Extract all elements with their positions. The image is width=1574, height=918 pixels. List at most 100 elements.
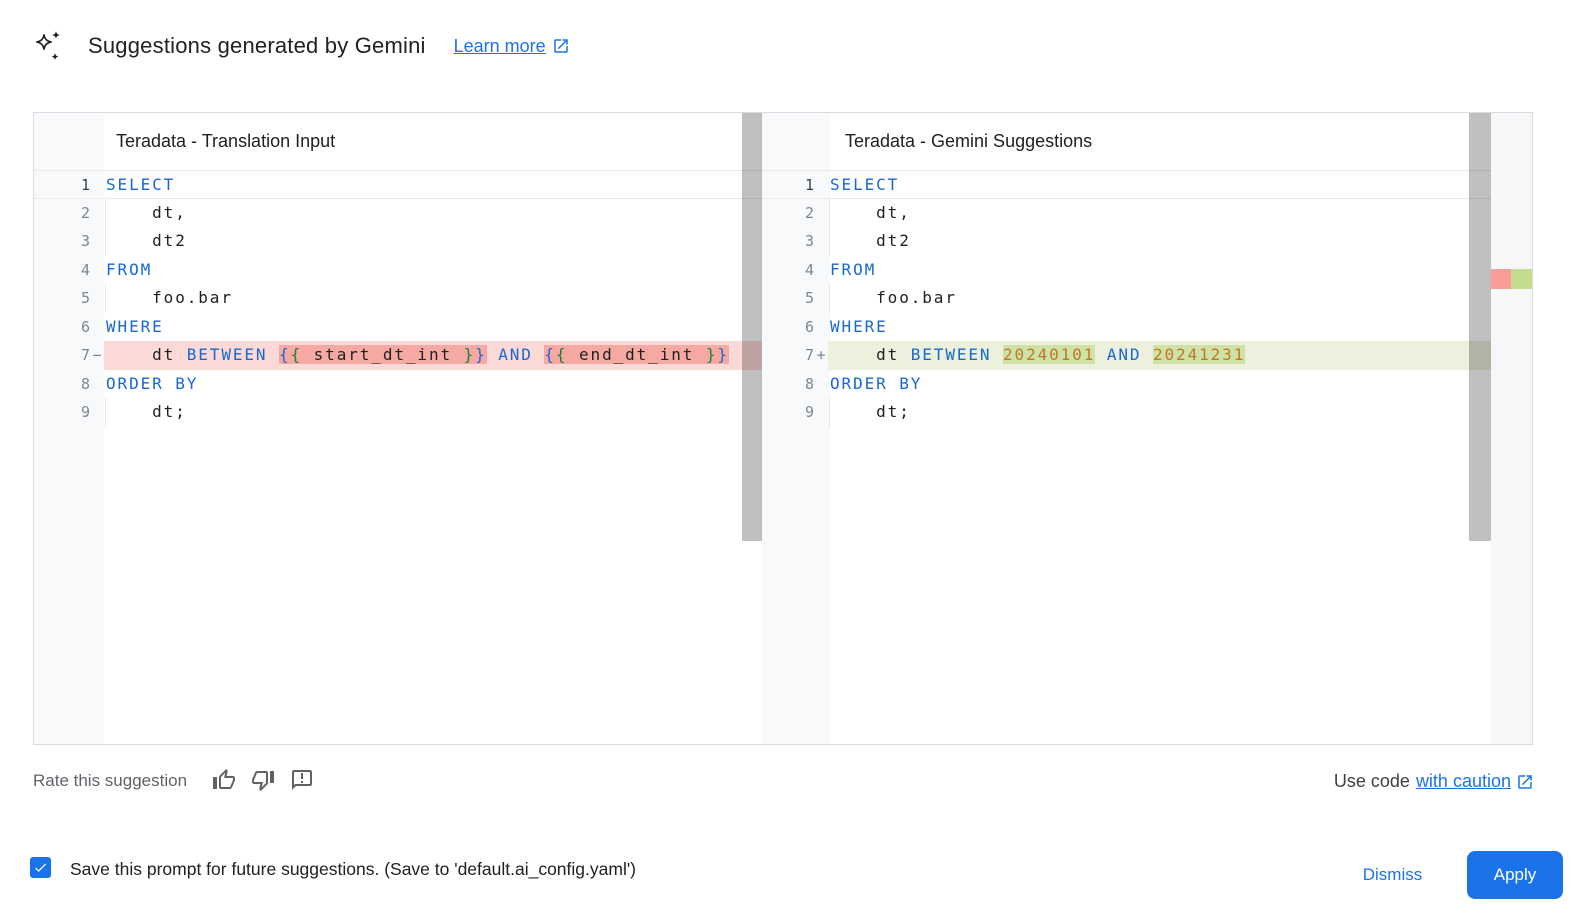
pane-title-gemini-suggestions: Teradata - Gemini Suggestions bbox=[845, 131, 1093, 151]
code-text: SELECT bbox=[830, 175, 900, 194]
line-number: 4 bbox=[80, 260, 90, 279]
page-title: Suggestions generated by Gemini bbox=[88, 33, 426, 58]
code-text: dt, bbox=[828, 198, 1491, 228]
line-number: 5 bbox=[804, 289, 814, 307]
external-link-icon bbox=[553, 39, 568, 53]
use-code-text: Use code bbox=[1333, 771, 1410, 791]
code-text: WHERE bbox=[830, 316, 888, 336]
diff-sign bbox=[814, 171, 828, 198]
diff-overview-ruler[interactable] bbox=[1491, 113, 1532, 744]
code-line-2: 2 dt, bbox=[34, 198, 762, 228]
diff-sign bbox=[814, 313, 828, 342]
code-text: dt, bbox=[104, 198, 762, 228]
line-number-gutter bbox=[34, 113, 104, 744]
code-text: dt2 bbox=[828, 227, 1491, 256]
code-text: dt2 bbox=[104, 227, 762, 256]
feedback-icon bbox=[292, 770, 313, 790]
diff-sign bbox=[814, 370, 828, 399]
line-number: 6 bbox=[80, 317, 90, 336]
line-number: 7 bbox=[804, 346, 814, 364]
use-code-notice: Use code with caution bbox=[1334, 771, 1534, 792]
line-number: 7 bbox=[80, 346, 90, 364]
code-text: FROM bbox=[106, 259, 153, 279]
code-text: WHERE bbox=[106, 316, 164, 336]
line-number: 6 bbox=[804, 317, 814, 336]
rate-label: Rate this suggestion bbox=[33, 771, 188, 790]
checkmark-icon bbox=[35, 863, 47, 872]
code-line-2: 2 dt, bbox=[762, 198, 1491, 228]
code-line-6: 6 WHERE bbox=[34, 313, 762, 342]
line-number: 2 bbox=[80, 203, 90, 222]
code-line-6: 6 WHERE bbox=[762, 313, 1491, 342]
pane-gemini-suggestions: Teradata - Gemini Suggestions 1 SELECT 2 d… bbox=[762, 113, 1532, 744]
external-link-icon bbox=[1518, 774, 1532, 789]
line-number-gutter bbox=[762, 113, 830, 744]
diff-sign bbox=[90, 284, 104, 313]
learn-more-link[interactable]: Learn more bbox=[454, 36, 570, 57]
line-number: 9 bbox=[804, 403, 814, 421]
code-text: FROM bbox=[830, 259, 877, 279]
diff-sign bbox=[90, 398, 104, 427]
code-text: dt; bbox=[104, 398, 762, 427]
diff-sign bbox=[814, 199, 828, 228]
line-number: 2 bbox=[804, 203, 814, 222]
thumb-down-button[interactable] bbox=[250, 768, 276, 794]
diff-sign bbox=[90, 171, 104, 198]
thumb-up-icon bbox=[213, 769, 236, 789]
line-number: 1 bbox=[804, 176, 814, 194]
overview-removed-marker bbox=[1491, 269, 1511, 289]
diff-sign bbox=[814, 256, 828, 285]
code-line-8: 8 ORDER BY bbox=[34, 370, 762, 399]
code-text: ORDER BY bbox=[106, 373, 199, 393]
line-number: 5 bbox=[80, 289, 90, 307]
line-number: 3 bbox=[80, 232, 90, 250]
line-number: 1 bbox=[80, 176, 90, 194]
code-line-3: 3 dt2 bbox=[762, 227, 1491, 256]
thumb-up-button[interactable] bbox=[211, 768, 237, 794]
feedback-button[interactable] bbox=[289, 768, 315, 794]
code-line-1: 1 SELECT bbox=[762, 170, 1491, 199]
header: Suggestions generated by Gemini Learn mo… bbox=[33, 30, 570, 62]
apply-button[interactable]: Apply bbox=[1467, 851, 1563, 899]
line-number: 8 bbox=[804, 374, 814, 393]
line-number: 8 bbox=[80, 374, 90, 393]
gemini-sparkle-icon bbox=[36, 31, 60, 61]
diff-sign bbox=[814, 398, 828, 427]
vertical-scrollbar[interactable] bbox=[1469, 113, 1491, 541]
code-line-7: 7− dt BETWEEN {{ start_dt_int }} AND {{ … bbox=[34, 341, 762, 370]
code-line-9: 9 dt; bbox=[762, 398, 1491, 427]
code-line-5: 5 foo.bar bbox=[34, 284, 762, 313]
diff-sign bbox=[90, 199, 104, 228]
diff-sign bbox=[90, 256, 104, 285]
save-prompt-label: Save this prompt for future suggestions.… bbox=[70, 859, 636, 879]
diff-sign bbox=[90, 313, 104, 342]
pane-title-translation-input: Teradata - Translation Input bbox=[116, 131, 336, 151]
save-prompt-checkbox[interactable] bbox=[30, 857, 51, 878]
vertical-scrollbar[interactable] bbox=[742, 113, 762, 541]
pane-translation-input: Teradata - Translation Input 1 SELECT 2 dt… bbox=[34, 113, 762, 744]
code-text: SELECT bbox=[106, 175, 176, 194]
code-line-8: 8 ORDER BY bbox=[762, 370, 1491, 399]
code-line-3: 3 dt2 bbox=[34, 227, 762, 256]
code-line-9: 9 dt; bbox=[34, 398, 762, 427]
code-text: dt BETWEEN {{ start_dt_int }} AND {{ end… bbox=[104, 341, 762, 370]
diff-sign bbox=[90, 227, 104, 256]
diff-editor: Teradata - Translation Input 1 SELECT 2 dt… bbox=[33, 112, 1533, 745]
overview-added-marker bbox=[1511, 269, 1532, 289]
code-text: dt; bbox=[828, 398, 1491, 427]
rate-row: Rate this suggestion bbox=[33, 768, 328, 794]
diff-sign bbox=[90, 370, 104, 399]
diff-sign: + bbox=[816, 346, 826, 364]
diff-sign: − bbox=[92, 346, 102, 364]
dismiss-button[interactable]: Dismiss bbox=[1340, 851, 1445, 899]
with-caution-link[interactable]: with caution bbox=[1415, 771, 1511, 791]
code-text: dt BETWEEN 20240101 AND 20241231 bbox=[828, 341, 1491, 370]
code-text: foo.bar bbox=[828, 284, 1491, 313]
code-line-5: 5 foo.bar bbox=[762, 284, 1491, 313]
line-number: 9 bbox=[80, 403, 90, 421]
code-text: ORDER BY bbox=[830, 373, 923, 393]
code-line-1: 1 SELECT bbox=[34, 170, 762, 199]
